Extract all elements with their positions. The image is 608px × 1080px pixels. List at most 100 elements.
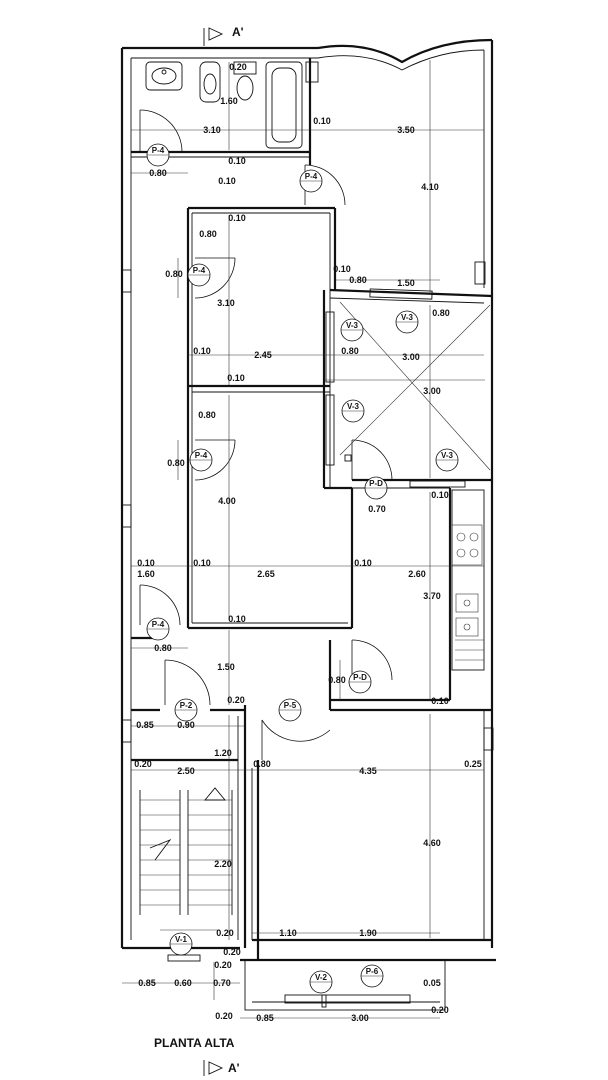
- bidet: [199, 61, 221, 103]
- dimension-label: 3.70: [423, 591, 441, 601]
- section-marker-top: A': [203, 25, 244, 46]
- dimension-label: 1.50: [397, 278, 415, 288]
- element-tag-label: V-3: [401, 313, 414, 322]
- dimension-label: 0.20: [227, 695, 245, 705]
- element-tag-label: P-4: [152, 146, 165, 155]
- dimension-label: 0.60: [174, 978, 192, 988]
- dimension-labels: 0.201.603.100.103.500.800.100.104.100.10…: [134, 62, 482, 1023]
- dimension-label: 4.10: [421, 182, 439, 192]
- dimension-label: 0.20: [229, 62, 247, 72]
- dimension-label: 3.10: [203, 125, 221, 135]
- dimension-label: 4.60: [423, 838, 441, 848]
- element-tag-label: P-D: [353, 673, 367, 682]
- dimension-label: 0.80: [432, 308, 450, 318]
- element-tag-label: V-2: [315, 973, 328, 982]
- dimension-label: 0.20: [215, 1011, 233, 1021]
- element-tag-label: P-4: [195, 451, 208, 460]
- interior-walls: [131, 58, 493, 1011]
- dimension-label: 0.70: [213, 978, 231, 988]
- dimension-label: 0.80: [198, 410, 216, 420]
- dimension-label: 0.20: [216, 928, 234, 938]
- dimension-label: 0.05: [423, 978, 441, 988]
- dimension-label: 3.00: [351, 1013, 369, 1023]
- dimension-label: 4.00: [218, 496, 236, 506]
- element-tag-label: V-3: [346, 321, 359, 330]
- dimension-label: 0.80: [154, 643, 172, 653]
- dimension-label: 1.50: [217, 662, 235, 672]
- dimension-label: 0.80: [349, 275, 367, 285]
- element-tag-label: P-4: [152, 620, 165, 629]
- dimension-label: 0.10: [137, 558, 155, 568]
- dimension-label: 0.80: [149, 168, 167, 178]
- staircase: [139, 787, 233, 931]
- doors: [139, 109, 393, 760]
- dimension-label: 3.10: [217, 298, 235, 308]
- dimension-label: 0.10: [333, 264, 351, 274]
- dimension-label: 1.60: [220, 96, 238, 106]
- windows: [167, 288, 466, 1008]
- dimension-label: 0.80: [165, 269, 183, 279]
- element-tag-label: V-1: [175, 935, 188, 944]
- dimension-label: 2.50: [177, 766, 195, 776]
- kitchen-fixtures: [451, 524, 484, 661]
- sink: [145, 61, 183, 91]
- stove: [451, 524, 483, 566]
- dimension-label: 2.20: [214, 859, 232, 869]
- dimension-label: 3.00: [423, 386, 441, 396]
- dimension-label: 0.10: [228, 156, 246, 166]
- dimension-label: 0.80: [167, 458, 185, 468]
- plan-title: PLANTA ALTA: [154, 1036, 235, 1050]
- section-marker-bottom: A': [203, 1060, 240, 1076]
- dimension-label: 4.35: [359, 766, 377, 776]
- dimension-label: 0.80: [328, 675, 346, 685]
- dimension-label: 1.60: [137, 569, 155, 579]
- dimension-label: 2.60: [408, 569, 426, 579]
- dimension-label: 0.80: [199, 229, 217, 239]
- dimension-label: 0.25: [464, 759, 482, 769]
- dimension-label: 0.10: [313, 116, 331, 126]
- dimension-label: 0.80: [253, 759, 271, 769]
- toilet: [236, 75, 254, 101]
- dimension-label: 0.10: [193, 346, 211, 356]
- dimension-label: 3.50: [397, 125, 415, 135]
- section-label-top: A': [232, 25, 244, 39]
- dimension-label: 0.10: [228, 213, 246, 223]
- element-tag-label: P-2: [180, 701, 193, 710]
- dimension-label: 0.85: [138, 978, 156, 988]
- dimension-label: 0.10: [354, 558, 372, 568]
- element-tag-label: P-4: [305, 172, 318, 181]
- dimension-label: 0.10: [228, 614, 246, 624]
- dimension-label: 0.85: [256, 1013, 274, 1023]
- element-tag-label: P-5: [284, 701, 297, 710]
- toilet-tank: [233, 61, 257, 75]
- dimension-label: 0.20: [431, 1005, 449, 1015]
- dimension-label: 1.20: [214, 748, 232, 758]
- element-tag-label: V-3: [347, 402, 360, 411]
- guide-lines: [325, 301, 491, 471]
- dimension-label: 0.20: [214, 960, 232, 970]
- dimension-label: 1.10: [279, 928, 297, 938]
- section-label-bottom: A': [228, 1061, 240, 1075]
- dimension-label: 0.20: [223, 947, 241, 957]
- dimension-label: 0.85: [136, 720, 154, 730]
- element-tag-label: P-D: [369, 479, 383, 488]
- dimension-label: 0.80: [341, 346, 359, 356]
- dimension-label: 3.00: [402, 352, 420, 362]
- dimension-label: 0.10: [431, 490, 449, 500]
- element-tag-label: P-6: [366, 967, 379, 976]
- dimension-label: 2.45: [254, 350, 272, 360]
- dimension-label: 0.10: [431, 696, 449, 706]
- dimension-label: 2.65: [257, 569, 275, 579]
- element-tag-label: V-3: [441, 451, 454, 460]
- dimension-lines: [122, 60, 484, 1019]
- dimension-label: 0.10: [193, 558, 211, 568]
- dimension-label: 0.10: [218, 176, 236, 186]
- dimension-label: 0.70: [368, 504, 386, 514]
- dimension-label: 0.20: [134, 759, 152, 769]
- bathroom-fixtures: [145, 61, 319, 149]
- element-tag-label: P-4: [193, 266, 206, 275]
- dimension-label: 0.10: [227, 373, 245, 383]
- dimension-label: 0.90: [177, 720, 195, 730]
